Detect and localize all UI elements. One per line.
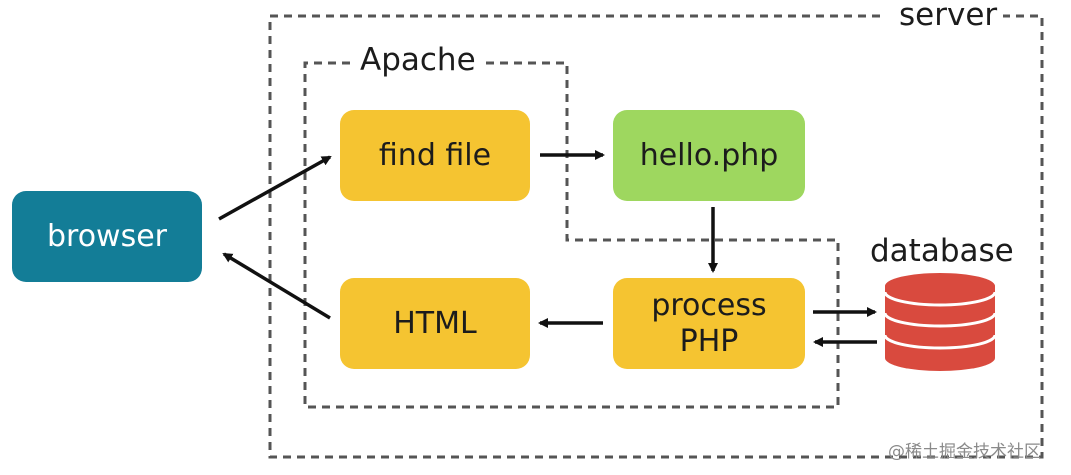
apache-label: Apache (356, 45, 480, 76)
browser-node: browser (12, 191, 202, 282)
server-label: server (893, 0, 1004, 31)
arrow-icon (222, 252, 331, 320)
find-file-node: find file (340, 110, 530, 201)
database-cylinder-icon (883, 273, 997, 371)
hello-php-node: hello.php (613, 110, 805, 201)
server-boundary (268, 14, 1044, 459)
process-php-node: process PHP (613, 278, 805, 369)
apache-boundary (303, 61, 840, 409)
html-label: HTML (393, 305, 477, 341)
arrow-icon (218, 155, 332, 221)
html-node: HTML (340, 278, 530, 369)
process-label-line2: PHP (679, 323, 739, 359)
find-file-label: find file (378, 137, 492, 173)
browser-label: browser (46, 218, 168, 254)
hello-php-label: hello.php (639, 137, 779, 173)
process-label-line1: process (651, 288, 767, 324)
database-label: database (870, 233, 1014, 269)
watermark: @稀土掘金技术社区 (888, 442, 1041, 462)
